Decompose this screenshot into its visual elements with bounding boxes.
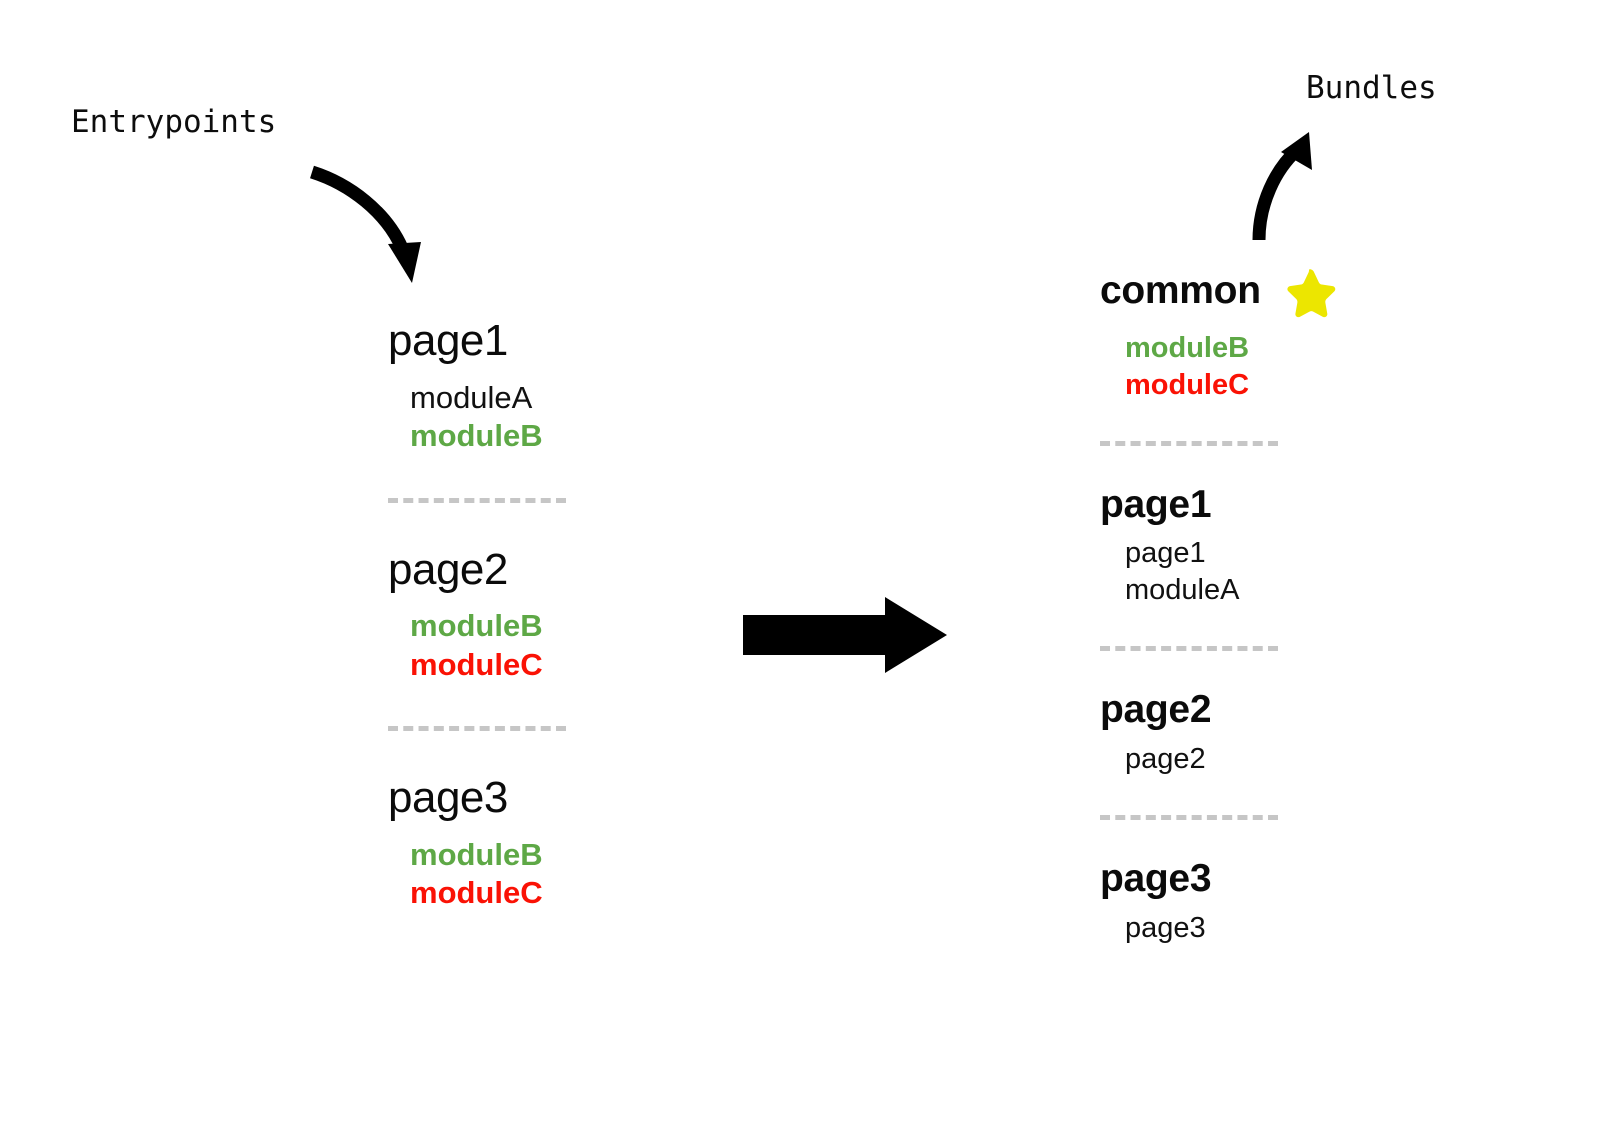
module-item: moduleA	[410, 379, 533, 415]
group-header: page3	[1100, 857, 1440, 901]
module-list: page1 moduleA	[1100, 535, 1440, 608]
entrypoints-column: page1 moduleA moduleB page2 moduleB modu…	[388, 316, 718, 913]
group-header: page1	[388, 316, 718, 365]
group-title: page2	[1100, 688, 1212, 732]
bundle-group-page1: page1 page1 moduleA	[1100, 484, 1440, 608]
group-title: page2	[388, 544, 508, 594]
group-divider	[1100, 646, 1278, 652]
module-item: moduleC	[1125, 368, 1250, 401]
module-item: moduleB	[410, 418, 543, 454]
module-item: moduleB	[1125, 332, 1250, 364]
group-header: page2	[1100, 688, 1440, 732]
entrypoint-group-page2: page2 moduleB moduleC	[388, 544, 718, 685]
module-list: moduleB moduleC	[1100, 330, 1440, 403]
module-list: page3	[1100, 910, 1440, 947]
module-list: moduleB moduleC	[388, 836, 718, 913]
entrypoints-label: Entrypoints	[71, 104, 277, 140]
group-divider	[1100, 815, 1278, 821]
entrypoints-curved-arrow-icon	[309, 165, 421, 283]
module-item: page1	[1125, 537, 1206, 570]
group-divider	[1100, 441, 1278, 447]
entrypoint-group-page3: page3 moduleB moduleC	[388, 773, 718, 913]
group-header: page3	[388, 773, 718, 822]
module-item: moduleB	[410, 608, 543, 644]
module-list: moduleA moduleB	[388, 379, 718, 456]
module-list: moduleB moduleC	[388, 607, 718, 684]
bundle-group-page2: page2 page2	[1100, 689, 1440, 777]
group-divider	[388, 726, 566, 731]
bundles-column: common moduleB moduleC page1 page1 modul…	[1100, 262, 1440, 946]
group-title: page3	[388, 773, 508, 822]
group-header: page2	[388, 544, 718, 594]
module-item: moduleB	[410, 836, 543, 872]
group-title: page3	[1100, 857, 1212, 901]
module-item: page3	[1125, 911, 1206, 944]
bundle-group-page3: page3 page3	[1100, 858, 1440, 946]
entrypoint-group-page1: page1 moduleA moduleB	[388, 316, 718, 456]
module-item: moduleA	[1125, 573, 1240, 606]
group-header: common	[1100, 262, 1440, 320]
transform-arrow-icon	[743, 597, 947, 673]
group-title: page1	[388, 316, 508, 365]
bundles-curved-arrow-icon	[1252, 132, 1312, 241]
star-icon	[1283, 266, 1337, 320]
bundles-label: Bundles	[1306, 70, 1437, 106]
group-title: common	[1100, 269, 1261, 313]
module-item: moduleC	[410, 646, 543, 682]
module-item: moduleC	[410, 875, 543, 911]
group-header: page1	[1100, 483, 1440, 527]
module-list: page2	[1100, 741, 1440, 778]
module-item: page2	[1125, 742, 1206, 775]
group-divider	[388, 497, 566, 503]
group-title: page1	[1100, 483, 1212, 527]
bundle-group-common: common moduleB moduleC	[1100, 262, 1440, 403]
